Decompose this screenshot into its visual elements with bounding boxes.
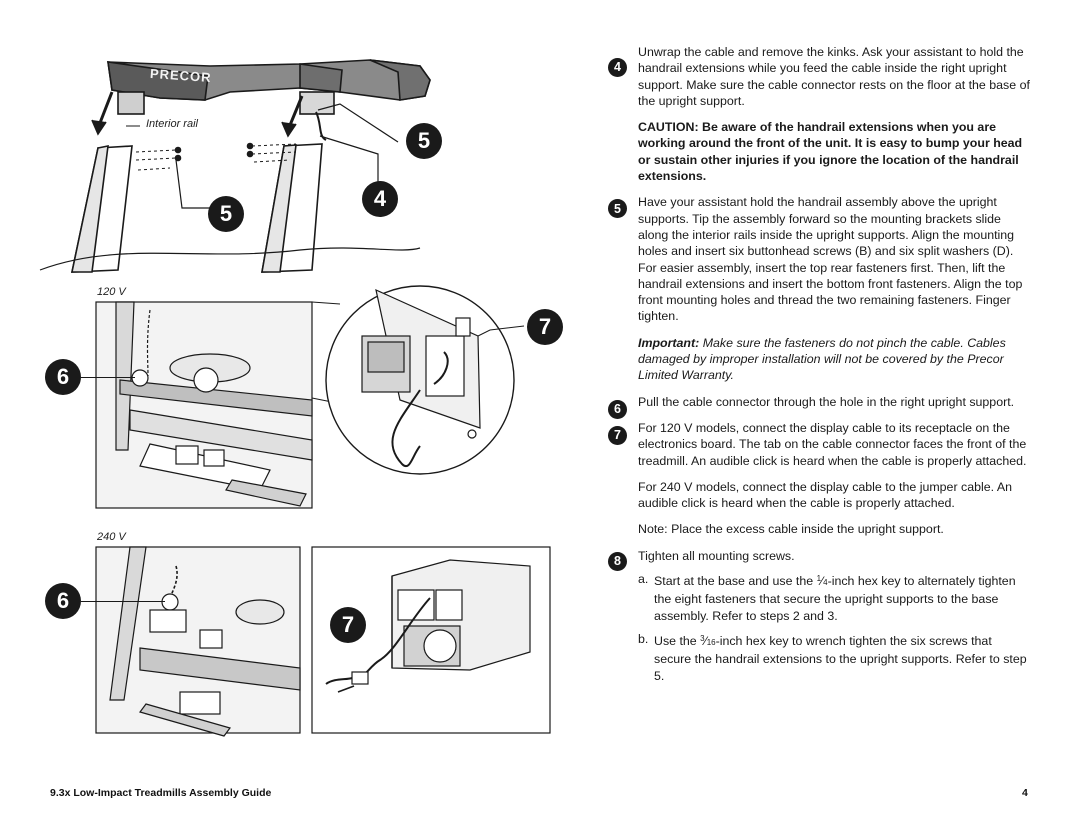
sub-text-post: -inch hex key to alternately tighten the… [654,574,1016,623]
callout-5-upper: 5 [406,123,442,159]
callout-6-240v: 6 [45,583,81,619]
sub-text-pre: Start at the base and use the [654,574,817,589]
callout-7-120v: 7 [527,309,563,345]
step-text: For 120 V models, connect the display ca… [638,420,1027,468]
instructions-column: 4 Unwrap the cable and remove the kinks.… [608,44,1030,684]
handrail-assembly-figure [39,59,431,273]
step-4: 4 Unwrap the cable and remove the kinks.… [608,44,1030,109]
sub-letter: a. [638,572,649,587]
important-block: Important: Make sure the fasteners do no… [638,335,1030,384]
figure-240v-label: 240 V [97,531,126,543]
step-text: For 240 V models, connect the display ca… [638,479,1012,511]
footer-title: 9.3x Low-Impact Treadmills Assembly Guid… [50,787,272,799]
step-8-sub-a: a. Start at the base and use the 1⁄4-inc… [638,572,1016,623]
sub-text-pre: Use the [654,633,701,648]
step-number: 8 [608,551,627,571]
step-number: 4 [608,58,627,77]
note-text: Place the excess cable inside the uprigh… [667,522,944,537]
step-8-sub-b: b. Use the 3⁄16-inch hex key to wrench t… [638,631,1027,683]
illustrations [39,59,551,737]
leader-line-6-240v [81,601,165,602]
step-7: 7 For 120 V models, connect the display … [608,420,1030,469]
fraction-denominator: 4 [823,578,828,588]
step-6: 6 Pull the cable connector through the h… [608,394,1030,419]
note-block: Note: Place the excess cable inside the … [638,521,1030,537]
step-text: Have your assistant hold the handrail as… [638,195,1023,324]
leader-line-6-120v [81,377,135,378]
callout-7-240v: 7 [330,607,366,643]
important-label: Important: [638,335,700,350]
important-text: Make sure the fasteners do not pinch the… [638,335,1006,383]
sub-text-post: -inch hex key to wrench tighten the six … [654,633,1027,683]
callout-5-lower: 5 [208,196,244,232]
page-number: 4 [1022,787,1028,799]
step-text: Tighten all mounting screws. [638,548,795,563]
step-8: 8 Tighten all mounting screws. a. Start … [608,548,1030,684]
step-7-240v: For 240 V models, connect the display ca… [638,479,1030,512]
step-text: Unwrap the cable and remove the kinks. A… [638,45,1030,108]
fraction-numerator: 1 [816,574,822,584]
fraction-numerator: 3 [700,633,705,643]
fraction-denominator: 16 [706,637,716,647]
figure-120v [95,285,525,509]
step-number: 5 [608,199,627,219]
interior-rail-label: Interior rail [146,118,198,130]
caution-text: CAUTION: Be aware of the handrail extens… [638,120,1023,184]
sub-letter: b. [638,631,649,646]
step-number: 6 [608,399,627,419]
callout-4: 4 [362,181,398,217]
caution-block: CAUTION: Be aware of the handrail extens… [638,119,1030,184]
note-label: Note: [638,522,668,537]
step-5: 5 Have your assistant hold the handrail … [608,194,1030,324]
step-number: 7 [608,425,627,445]
figure-240v [95,546,551,737]
step-text: Pull the cable connector through the hol… [638,394,1015,409]
figure-120v-label: 120 V [97,286,126,298]
callout-6-120v: 6 [45,359,81,395]
